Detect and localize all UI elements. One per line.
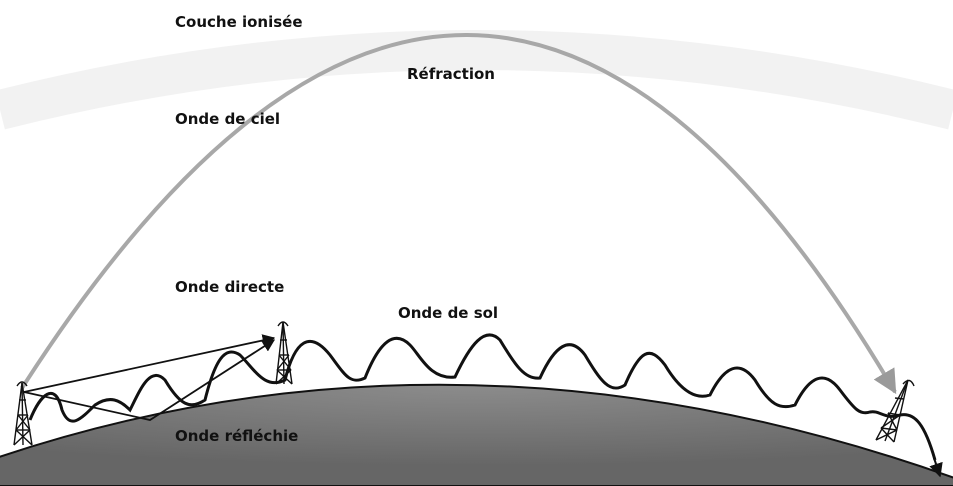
earth-surface bbox=[0, 383, 953, 486]
receiver-antenna bbox=[875, 379, 915, 443]
label-refraction: Réfraction bbox=[407, 65, 495, 83]
sky-wave-arc bbox=[20, 33, 897, 395]
ground-wave bbox=[28, 333, 937, 461]
label-ionized-layer: Couche ionisée bbox=[175, 13, 303, 31]
relay-antenna bbox=[275, 321, 293, 385]
reflected-wave-arrow bbox=[23, 339, 276, 421]
ionized-layer-band bbox=[0, 30, 953, 130]
ground-wave-arrow bbox=[929, 457, 943, 478]
label-reflected-wave: Onde réfléchie bbox=[175, 427, 298, 445]
direct-wave-arrow bbox=[23, 334, 276, 393]
transmitter-antenna bbox=[13, 381, 33, 446]
label-ground-wave: Onde de sol bbox=[398, 304, 498, 322]
label-direct-wave: Onde directe bbox=[175, 278, 284, 296]
label-sky-wave: Onde de ciel bbox=[175, 110, 280, 128]
